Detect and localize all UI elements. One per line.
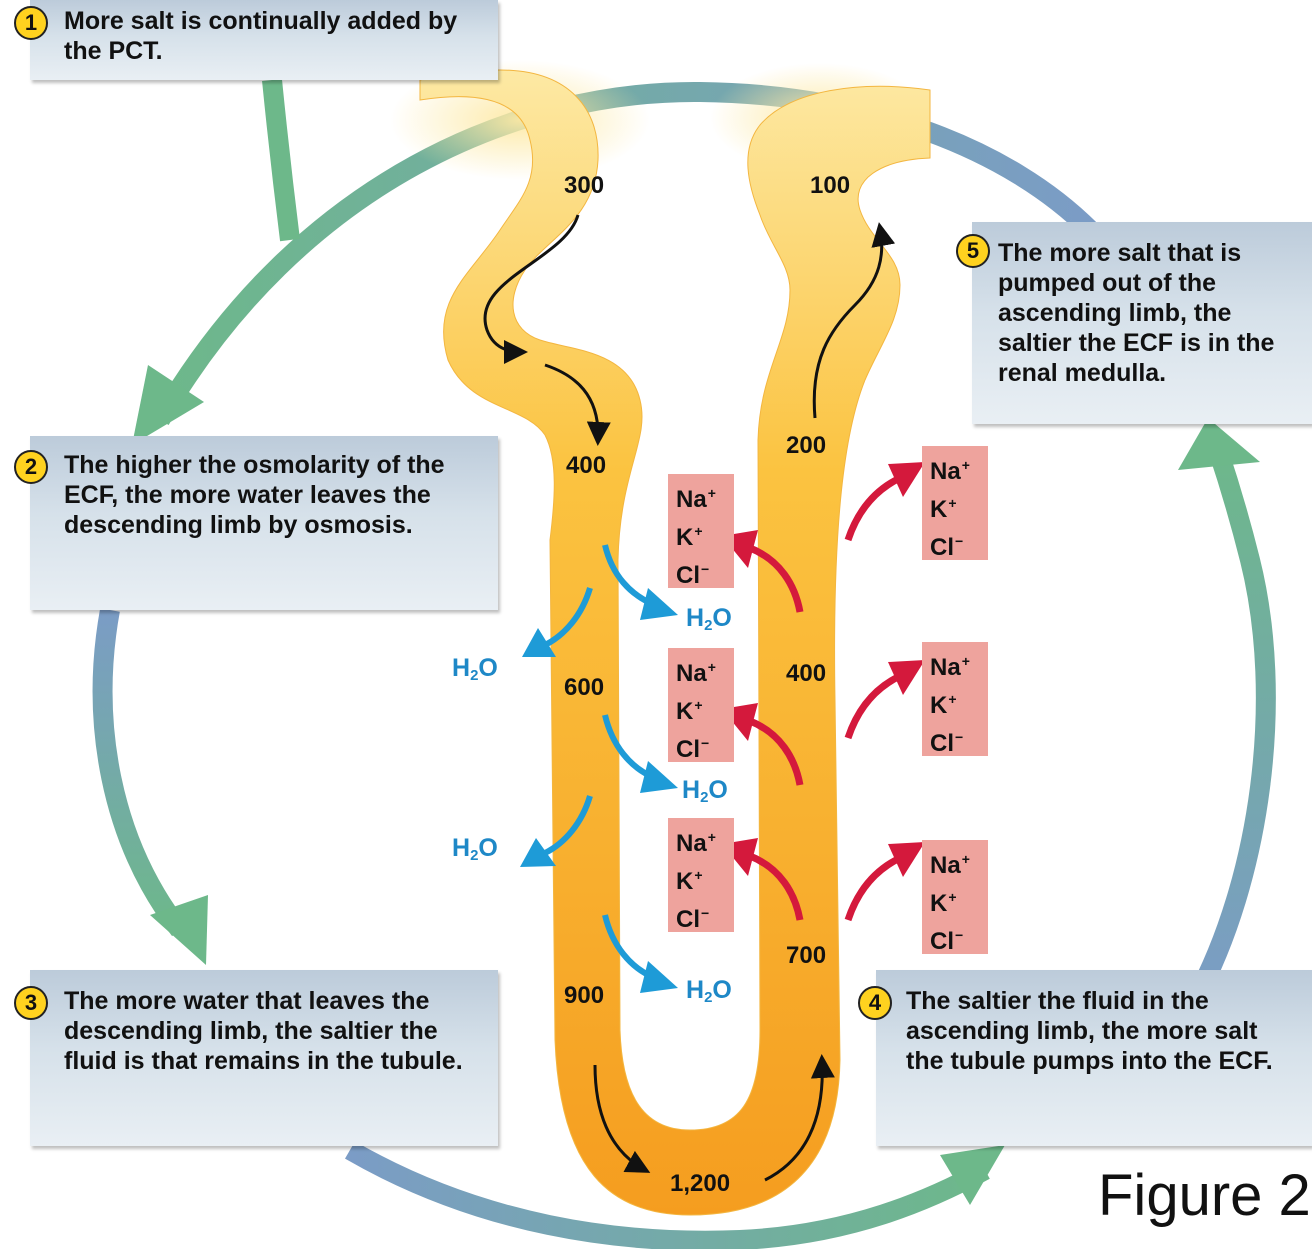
cycle-arrowhead-5 bbox=[1178, 418, 1260, 470]
salt-arrow bbox=[844, 672, 902, 740]
osmolarity-700: 700 bbox=[786, 942, 827, 969]
flow-arrow-bottom-right bbox=[764, 1054, 835, 1182]
cycle-arrowhead-3 bbox=[150, 895, 208, 965]
chloride-label: Cl− bbox=[676, 735, 710, 763]
ion-box: Na+ K+ Cl− bbox=[668, 818, 734, 933]
osmolarity-400-descending: 400 bbox=[566, 452, 607, 479]
salt-arrowhead bbox=[888, 842, 925, 877]
cycle-arc-right bbox=[1186, 446, 1276, 1005]
tubule-body bbox=[419, 69, 931, 1216]
flow-arrow-descending-top bbox=[483, 214, 580, 364]
water-label: H2O bbox=[686, 604, 732, 634]
chloride-label: Cl− bbox=[676, 561, 710, 589]
step-2-text: The higher the osmolarity of the ECF, th… bbox=[64, 451, 445, 539]
osmolarity-1200: 1,200 bbox=[670, 1170, 731, 1197]
salt-arrowhead bbox=[888, 660, 925, 695]
osmolarity-300: 300 bbox=[564, 172, 605, 199]
ion-box: Na+ K+ Cl− bbox=[668, 474, 734, 589]
cycle-arc-bottom bbox=[345, 1141, 990, 1249]
cycle-arrowhead-2 bbox=[132, 365, 204, 445]
cycle-arc-step1 bbox=[262, 79, 300, 242]
chloride-label: Cl− bbox=[930, 533, 964, 561]
cycle-arrows bbox=[92, 79, 1276, 1249]
loop-of-henle bbox=[390, 60, 931, 1216]
water-label: H2O bbox=[682, 776, 728, 806]
potassium-label: K+ bbox=[930, 889, 957, 917]
step-1-text: More salt is continually added by the PC… bbox=[64, 7, 458, 65]
step-2-badge: 2 bbox=[14, 450, 48, 484]
chloride-label: Cl− bbox=[676, 905, 710, 933]
ion-box: Na+ K+ Cl− bbox=[668, 648, 734, 763]
cycle-arrowhead-4 bbox=[940, 1145, 1005, 1205]
water-arrowhead bbox=[520, 838, 556, 867]
cycle-arc-left bbox=[92, 608, 188, 937]
potassium-label: K+ bbox=[930, 495, 957, 523]
step-5-badge: 5 bbox=[956, 234, 990, 268]
water-label: H2O bbox=[686, 976, 732, 1006]
osmolarity-900: 900 bbox=[564, 982, 605, 1009]
salt-arrow bbox=[748, 544, 804, 613]
water-arrows bbox=[520, 544, 678, 993]
salt-arrow bbox=[748, 852, 804, 921]
potassium-label: K+ bbox=[676, 523, 703, 551]
sodium-label: Na+ bbox=[930, 653, 970, 681]
osmolarity-200: 200 bbox=[786, 432, 827, 459]
water-arrowhead bbox=[640, 588, 678, 620]
chloride-label: Cl− bbox=[930, 927, 964, 955]
step-4-text: The saltier the fluid in the ascending l… bbox=[906, 987, 1273, 1075]
step-1-box: More salt is continually added by the PC… bbox=[30, 0, 498, 80]
sodium-label: Na+ bbox=[930, 851, 970, 879]
salt-arrow bbox=[844, 854, 902, 922]
sodium-label: Na+ bbox=[676, 829, 716, 857]
water-label: H2O bbox=[452, 654, 498, 684]
step-3-box: The more water that leaves the descendin… bbox=[30, 970, 498, 1146]
sodium-label: Na+ bbox=[676, 485, 716, 513]
step-2-box: The higher the osmolarity of the ECF, th… bbox=[30, 436, 498, 610]
chloride-label: Cl− bbox=[930, 729, 964, 757]
water-arrowhead bbox=[640, 961, 678, 993]
water-arrow bbox=[543, 587, 593, 648]
potassium-label: K+ bbox=[676, 867, 703, 895]
step-5-box: The more salt that is pumped out of the … bbox=[972, 222, 1312, 424]
water-arrowhead bbox=[522, 628, 556, 657]
step-4-box: The saltier the fluid in the ascending l… bbox=[876, 970, 1312, 1146]
water-label: H2O bbox=[452, 834, 498, 864]
step-5-text: The more salt that is pumped out of the … bbox=[998, 239, 1275, 387]
step-4-badge: 4 bbox=[858, 986, 892, 1020]
figure-label: Figure 2 bbox=[1098, 1163, 1311, 1228]
water-arrow bbox=[543, 795, 593, 856]
potassium-label: K+ bbox=[676, 697, 703, 725]
cycle-arc-top bbox=[151, 81, 1098, 426]
osmolarity-600: 600 bbox=[564, 674, 605, 701]
step-3-badge: 3 bbox=[14, 986, 48, 1020]
osmolarity-100: 100 bbox=[810, 172, 851, 199]
ion-box: Na+ K+ Cl− bbox=[922, 642, 988, 757]
flow-arrow-bottom-left bbox=[593, 1064, 651, 1173]
flow-arrow-ascending-top bbox=[812, 222, 896, 419]
water-arrowhead bbox=[640, 761, 678, 793]
osmolarity-400-ascending: 400 bbox=[786, 660, 827, 687]
ion-box: Na+ K+ Cl− bbox=[922, 840, 988, 955]
step-3-text: The more water that leaves the descendin… bbox=[64, 987, 463, 1075]
ion-box: Na+ K+ Cl− bbox=[922, 446, 988, 561]
salt-arrow bbox=[844, 474, 902, 542]
step-1-badge: 1 bbox=[14, 6, 48, 40]
salt-arrowhead bbox=[888, 462, 925, 497]
flow-arrow-descending-mid bbox=[544, 363, 611, 446]
potassium-label: K+ bbox=[930, 691, 957, 719]
sodium-label: Na+ bbox=[930, 457, 970, 485]
salt-arrow bbox=[748, 717, 804, 786]
sodium-label: Na+ bbox=[676, 659, 716, 687]
